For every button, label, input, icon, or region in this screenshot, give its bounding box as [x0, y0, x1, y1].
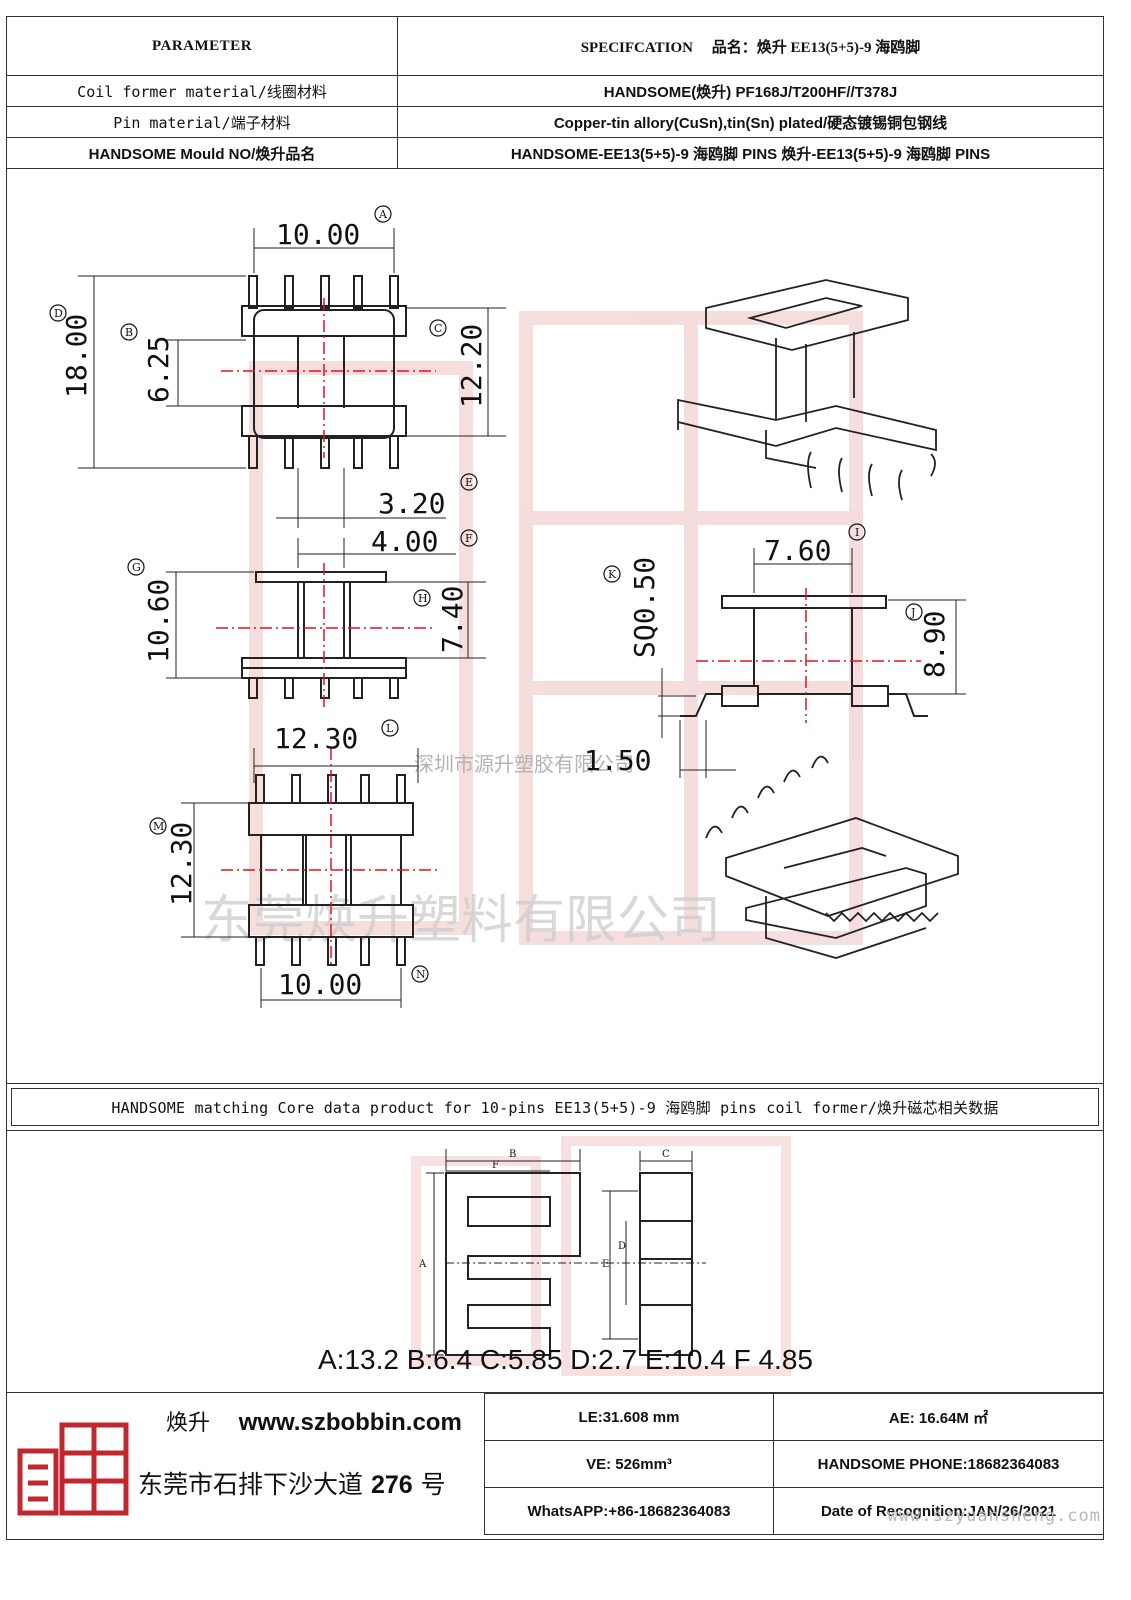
dim-B-value: 6.25	[142, 336, 175, 403]
core-label-E: E	[602, 1259, 609, 1270]
ve-value: VE: 526mm³	[484, 1440, 774, 1488]
svg-text:I: I	[855, 526, 859, 539]
date-value: Date of Recognition:JAN/26/2021	[773, 1487, 1104, 1535]
marker-D: D	[49, 304, 67, 322]
marker-G: G	[127, 558, 145, 576]
top-view	[78, 228, 506, 568]
website-link[interactable]: www.szbobbin.com	[238, 1409, 462, 1436]
dim-C-value: 12.20	[455, 324, 488, 408]
core-side-view	[639, 1172, 693, 1356]
dim-I-value: 7.60	[764, 534, 831, 567]
dim-J-value: 8.90	[918, 611, 951, 678]
marker-J: J	[905, 603, 923, 621]
address-street: 东莞市石排下沙大道	[138, 1470, 364, 1499]
svg-text:H: H	[418, 592, 428, 605]
top-view-pins-lower	[248, 435, 399, 469]
spec-pin-material: Copper-tin allory(CuSn),tin(Sn) plated/硬…	[397, 106, 1104, 138]
isometric-view-top	[677, 279, 937, 501]
top-view-pins-upper	[248, 275, 399, 309]
core-data-banner-text: HANDSOME matching Core data product for …	[11, 1088, 1099, 1126]
dim-M-value: 12.30	[165, 822, 198, 906]
bottom-view	[181, 748, 441, 1008]
dim-G-value: 10.60	[142, 579, 175, 663]
svg-text:M: M	[153, 820, 164, 833]
brand-line: 焕升 www.szbobbin.com	[166, 1405, 462, 1437]
site-watermark: www.szyuansheng.com	[887, 1506, 1101, 1526]
marker-I: I	[848, 523, 866, 541]
spec-label: SPECIFCATION	[580, 39, 693, 56]
svg-text:J: J	[910, 606, 915, 619]
svg-text:B: B	[125, 326, 133, 339]
phone-value: HANDSOME PHONE:18682364083	[773, 1440, 1104, 1488]
address-suffix: 号	[420, 1470, 446, 1499]
svg-text:N: N	[416, 968, 426, 981]
core-label-D: D	[618, 1241, 626, 1252]
bobbin-drawing-svg: 深圳市源升塑胶有限公司 东莞焕升塑料有限公司	[49, 205, 966, 1008]
spec-header: SPECIFCATION 品名：焕升 EE13(5+5)-9 海鸥脚	[397, 16, 1104, 76]
marker-C: C	[429, 319, 447, 337]
company-logo	[14, 1411, 132, 1521]
brand-name: 焕升	[166, 1411, 211, 1436]
dim-pin-offset-value: 1.50	[584, 744, 651, 777]
svg-text:G: G	[132, 561, 141, 574]
address-number: 276	[370, 1471, 413, 1499]
address: 东莞市石排下沙大道 276 号	[138, 1465, 446, 1501]
dim-E-value: 3.20	[378, 487, 445, 520]
marker-B: B	[120, 323, 138, 341]
parameter-header: PARAMETER	[6, 16, 398, 76]
svg-text:C: C	[434, 322, 442, 335]
core-label-B: B	[509, 1149, 516, 1160]
spec-coil-material: HANDSOME(焕升) PF168J/T200HF//T378J	[397, 75, 1104, 107]
product-prefix: 品名：焕升	[711, 39, 787, 56]
marker-H: H	[413, 589, 431, 607]
product-code: EE	[790, 39, 811, 56]
spec-table: PARAMETER SPECIFCATION 品名：焕升 EE13(5+5)-9…	[6, 16, 1104, 169]
whatsapp-value: WhatsAPP:+86-18682364083	[484, 1487, 774, 1535]
side-view	[166, 563, 486, 708]
footer: 焕升 www.szbobbin.com 东莞市石排下沙大道 276 号 LE:3…	[6, 1392, 1104, 1540]
isometric-view-bottom	[705, 755, 959, 959]
core-drawing: B F C A E D	[6, 1131, 1104, 1393]
watermark-company-small: 深圳市源升塑胶有限公司	[414, 752, 634, 776]
svg-text:A: A	[378, 208, 388, 221]
dim-A-value: 10.00	[276, 218, 360, 251]
technical-drawing: 深圳市源升塑胶有限公司 东莞焕升塑料有限公司	[6, 168, 1104, 1083]
svg-text:D: D	[54, 307, 63, 320]
dim-F-value: 4.00	[371, 525, 438, 558]
dim-H-value: 7.40	[436, 586, 469, 653]
svg-text:L: L	[386, 722, 394, 735]
core-params-table: LE:31.608 mm AE: 16.64M ㎡ VE: 526mm³ HAN…	[484, 1393, 1104, 1535]
dim-L-value: 12.30	[274, 722, 358, 755]
spec-mould-no: HANDSOME-EE13(5+5)-9 海鸥脚 PINS 焕升-EE13(5+…	[397, 137, 1104, 169]
core-data-banner: HANDSOME matching Core data product for …	[6, 1083, 1104, 1131]
product-name: 13(5+5)-9 海鸥脚	[810, 39, 921, 56]
le-value: LE:31.608 mm	[484, 1393, 774, 1441]
marker-N: N	[411, 965, 429, 983]
marker-F: F	[460, 529, 478, 547]
dim-D-value: 18.00	[60, 314, 93, 398]
core-label-F: F	[492, 1160, 499, 1171]
dim-K-value: SQ0.50	[628, 557, 661, 658]
dim-N-value: 10.00	[278, 968, 362, 1001]
marker-K: K	[603, 565, 621, 583]
watermark-company-large: 东莞焕升塑料有限公司	[201, 891, 721, 951]
watermark-logo	[249, 311, 863, 945]
core-e-shape	[445, 1172, 581, 1356]
param-mould-no: HANDSOME Mould NO/焕升品名	[6, 137, 398, 169]
svg-text:F: F	[465, 532, 473, 545]
core-dimensions-text: A:13.2 B:6.4 C:5.85 D:2.7 E:10.4 F 4.85	[318, 1344, 813, 1375]
core-drawing-svg: B F C A E D	[411, 1136, 791, 1376]
marker-A: A	[374, 205, 392, 223]
core-label-C: C	[662, 1149, 670, 1160]
marker-L: L	[381, 719, 399, 737]
svg-text:E: E	[465, 476, 473, 489]
page-frame	[6, 16, 1104, 1540]
core-label-A: A	[418, 1259, 427, 1270]
marker-E: E	[460, 473, 478, 491]
param-pin-material: Pin material/端子材料	[6, 106, 398, 138]
svg-text:K: K	[608, 568, 617, 581]
front-view	[658, 548, 966, 778]
param-coil-material: Coil former material/线圈材料	[6, 75, 398, 107]
marker-M: M	[149, 817, 167, 835]
